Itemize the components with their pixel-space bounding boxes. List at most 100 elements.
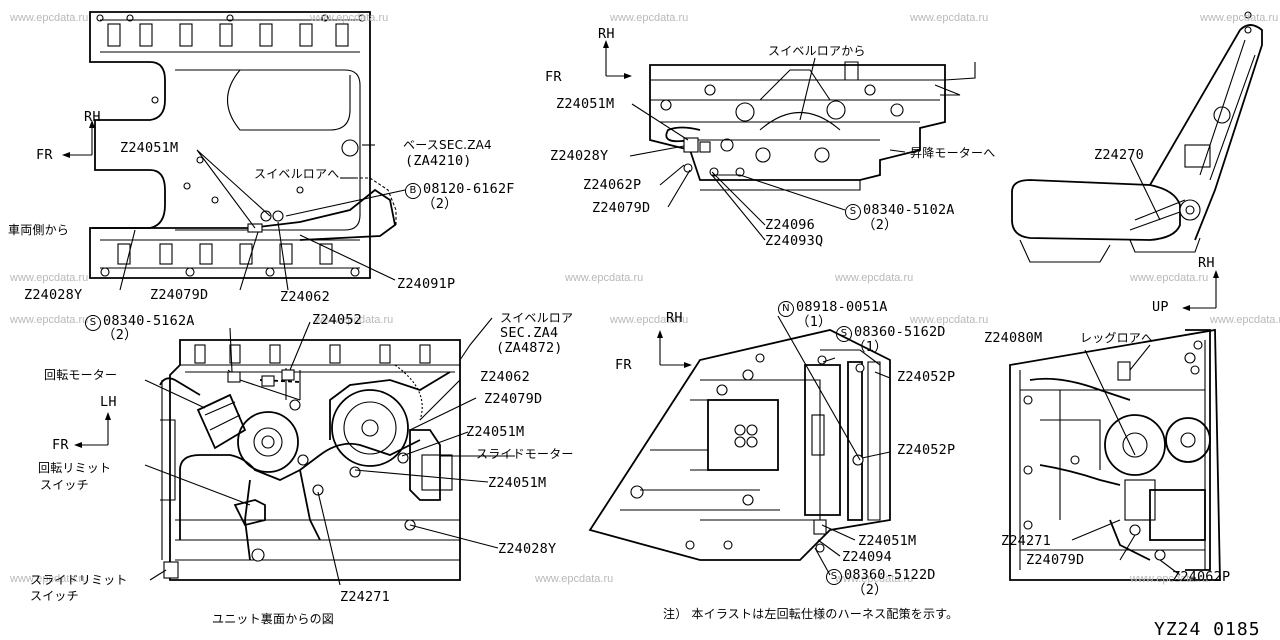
watermark: www.epcdata.ru xyxy=(10,272,89,284)
bolt-mark: S xyxy=(85,315,101,331)
bolt-qty: （2） xyxy=(852,582,888,598)
bolt-qty: （2） xyxy=(102,327,138,343)
label-slide-limit-switch: スライドリミット xyxy=(30,573,128,587)
part-z24096: Z24096 xyxy=(765,217,815,233)
watermark: www.epcdata.ru xyxy=(1210,314,1280,326)
watermark: www.epcdata.ru xyxy=(1200,12,1279,24)
label-base-sec: ベースSEC.ZA4 xyxy=(403,138,492,152)
label-rotation-limit-switch: 回転リミット xyxy=(38,461,112,475)
bolt-qty: （2） xyxy=(422,196,458,212)
bolt-mark: S xyxy=(836,326,852,342)
label-swivel-sec-code: (ZA4872) xyxy=(496,340,563,356)
bolt-code: 08360-5122D xyxy=(844,567,936,583)
part-z24051m: Z24051M xyxy=(488,475,547,491)
direction-fr: FR xyxy=(36,147,53,163)
panel1-direction-arrows xyxy=(62,120,95,158)
direction-rh: RH xyxy=(598,26,615,42)
bolt-code: 08340-5162A xyxy=(103,313,195,329)
part-z24052p: Z24052P xyxy=(897,369,956,385)
part-z24271: Z24271 xyxy=(1001,533,1051,549)
direction-fr: FR xyxy=(52,437,69,453)
part-z24080m: Z24080M xyxy=(984,330,1043,346)
bolt-mark: N xyxy=(778,301,794,317)
panel6-direction-arrows xyxy=(1182,270,1219,311)
part-z24062: Z24062 xyxy=(480,369,530,385)
bolt-qty: （1） xyxy=(796,314,832,330)
watermark: www.epcdata.ru xyxy=(565,272,644,284)
panel2-direction-arrows xyxy=(603,40,632,79)
watermark: www.epcdata.ru xyxy=(10,12,89,24)
leg-unit-view xyxy=(1009,328,1221,581)
part-z24091p: Z24091P xyxy=(397,276,456,292)
panel4-direction-arrows xyxy=(74,412,111,448)
direction-rh: RH xyxy=(666,310,683,326)
part-z24051m: Z24051M xyxy=(858,533,917,549)
part-z24270: Z24270 xyxy=(1094,147,1144,163)
part-z24062p: Z24062P xyxy=(1172,569,1231,585)
rail-side-view xyxy=(629,57,976,241)
bolt-mark: S xyxy=(826,569,842,585)
diagram-code: YZ24 0185 xyxy=(1154,619,1261,640)
bolt-code: 08340-5102A xyxy=(863,202,955,218)
watermark: www.epcdata.ru xyxy=(610,12,689,24)
unit-underside-view xyxy=(144,317,515,586)
part-z24093q: Z24093Q xyxy=(765,233,824,249)
part-z24052p: Z24052P xyxy=(897,442,956,458)
watermark: www.epcdata.ru xyxy=(1130,272,1209,284)
part-z24028y: Z24028Y xyxy=(550,148,609,164)
watermark: www.epcdata.ru xyxy=(10,314,89,326)
direction-fr: FR xyxy=(615,357,632,373)
part-z24062p: Z24062P xyxy=(583,177,642,193)
part-z24271: Z24271 xyxy=(340,589,390,605)
direction-lh: LH xyxy=(100,394,117,410)
bolt-qty: （2） xyxy=(862,217,898,233)
label-switch: スイッチ xyxy=(30,589,79,603)
part-z24028y: Z24028Y xyxy=(498,541,557,557)
bolt-qty: （1） xyxy=(852,339,888,355)
label-swivel-lower-to: スイベルロアへ xyxy=(254,167,340,181)
direction-up: UP xyxy=(1152,299,1169,315)
part-z24094: Z24094 xyxy=(842,549,892,565)
watermark: www.epcdata.ru xyxy=(835,272,914,284)
watermark: www.epcdata.ru xyxy=(1130,573,1209,585)
watermark: www.epcdata.ru xyxy=(610,314,689,326)
base-plate-view xyxy=(89,11,406,291)
part-z24051m: Z24051M xyxy=(120,140,179,156)
label-to-leg-lower: レッグロアへ xyxy=(1080,331,1154,345)
label-from-vehicle-side: 車両側から xyxy=(8,223,70,237)
part-z24079d: Z24079D xyxy=(484,391,543,407)
label-from-swivel-lower: スイベルロアから xyxy=(768,44,866,58)
bolt-mark: S xyxy=(845,204,861,220)
part-z24079d: Z24079D xyxy=(150,287,209,303)
mechanism-view xyxy=(588,315,891,576)
part-z24079d: Z24079D xyxy=(592,200,651,216)
label-slide-motor: スライドモーター xyxy=(476,447,574,461)
bolt-code: 08918-0051A xyxy=(796,299,888,315)
part-z24062: Z24062 xyxy=(280,289,330,305)
watermark: www.epcdata.ru xyxy=(535,573,614,585)
label-rotation-motor: 回転モーター xyxy=(44,368,118,382)
bolt-mark: B xyxy=(405,183,421,199)
part-z24079d: Z24079D xyxy=(1026,552,1085,568)
label-swivel-lower: スイベルロア xyxy=(500,311,574,325)
bolt-code: 08120-6162F xyxy=(423,181,515,197)
view-caption: ユニット裏面からの図 xyxy=(212,612,335,626)
label-swivel-sec: SEC.ZA4 xyxy=(500,325,559,341)
watermark: www.epcdata.ru xyxy=(315,314,394,326)
panel5-direction-arrows xyxy=(657,330,692,368)
direction-rh: RH xyxy=(1198,255,1215,271)
watermark: www.epcdata.ru xyxy=(835,573,914,585)
part-z24052: Z24052 xyxy=(312,312,362,328)
direction-rh: RH xyxy=(84,109,101,125)
watermark: www.epcdata.ru xyxy=(310,12,389,24)
direction-fr: FR xyxy=(545,69,562,85)
part-z24028y: Z24028Y xyxy=(24,287,83,303)
bolt-code: 08360-5162D xyxy=(854,324,946,340)
watermark: www.epcdata.ru xyxy=(910,314,989,326)
seat-view xyxy=(1011,11,1263,263)
